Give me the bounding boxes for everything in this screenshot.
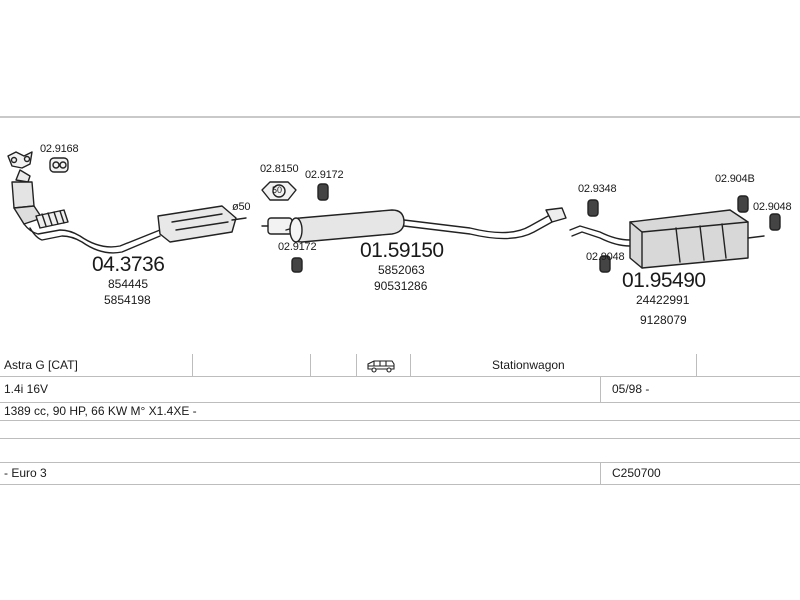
- assembly-ref-rear-1: 24422991: [636, 293, 690, 307]
- mount-part-029172-bottom: [291, 257, 303, 273]
- vehicle-row-blank-1: [0, 420, 800, 439]
- gasket-size-label: 50: [272, 185, 283, 195]
- assembly-ref-front-2: 5854198: [104, 293, 151, 307]
- vehicle-row-model: Astra G [CAT] Stationwagon: [0, 354, 800, 377]
- assembly-ref-rear-2: 9128079: [640, 313, 687, 327]
- gasket-part-028150: [261, 181, 297, 201]
- part-code-029172-top: 02.9172: [305, 169, 344, 181]
- mount-part-029048-left: [599, 255, 611, 273]
- assembly-code-front: 04.3736: [92, 253, 165, 276]
- exhaust-diagram: 02.9168 02.8150 02.9172 02.9172 02.9348 …: [0, 118, 800, 354]
- mount-part-029048-right: [769, 213, 781, 231]
- mount-part-02904b: [737, 195, 749, 213]
- assembly-code-middle: 01.59150: [360, 239, 444, 262]
- assembly-code-rear: 01.95490: [622, 269, 706, 292]
- vehicle-row-blank-2: [0, 438, 800, 463]
- column-divider: [600, 376, 601, 402]
- column-divider: [356, 354, 357, 376]
- engine-variant: 1.4i 16V: [4, 382, 49, 396]
- intermediate-pipe-part: [403, 207, 567, 240]
- vehicle-model: Astra G [CAT]: [4, 358, 78, 372]
- body-type: Stationwagon: [492, 358, 565, 372]
- van-icon: [366, 359, 396, 376]
- column-divider: [192, 354, 193, 376]
- exhaust-diagram-drawing: [7, 151, 781, 273]
- diameter-label: ø50: [232, 201, 251, 213]
- middle-silencer-part: [285, 209, 405, 243]
- part-code-029048-right: 02.9048: [753, 201, 792, 213]
- front-pipe-part: [23, 209, 161, 254]
- engine-spec: 1389 cc, 90 HP, 66 KW M° X1.4XE -: [4, 404, 197, 418]
- column-divider: [410, 354, 411, 376]
- catalog-code: C250700: [612, 466, 661, 480]
- column-divider: [696, 354, 697, 376]
- column-divider: [600, 462, 601, 484]
- assembly-ref-middle-1: 5852063: [378, 263, 425, 277]
- part-code-029048-left: 02.9048: [586, 251, 625, 263]
- clamp-part-029348: [587, 199, 599, 217]
- center-catalyst-part: [157, 205, 247, 243]
- vehicle-row-spec: 1389 cc, 90 HP, 66 KW M° X1.4XE -: [0, 402, 800, 421]
- mount-part-029172-top: [317, 183, 329, 201]
- vehicle-row-engine: 1.4i 16V 05/98 -: [0, 376, 800, 403]
- clamp-part-029168: [49, 157, 69, 173]
- part-code-029168: 02.9168: [40, 143, 79, 155]
- assembly-ref-front-1: 854445: [108, 277, 149, 291]
- production-date: 05/98 -: [612, 382, 650, 396]
- part-code-029172-bottom: 02.9172: [278, 241, 317, 253]
- part-code-02904b: 02.904B: [715, 173, 755, 185]
- rear-inlet-pipe-part: [569, 225, 631, 247]
- front-gasket-part: [7, 151, 33, 169]
- vehicle-row-emission: - Euro 3 C250700: [0, 462, 800, 485]
- part-code-029348: 02.9348: [578, 183, 617, 195]
- top-divider: [0, 116, 800, 118]
- part-code-028150: 02.8150: [260, 163, 299, 175]
- column-divider: [310, 354, 311, 376]
- rear-silencer-part: [629, 209, 765, 269]
- assembly-ref-middle-2: 90531286: [374, 279, 428, 293]
- emission-standard: - Euro 3: [4, 466, 47, 480]
